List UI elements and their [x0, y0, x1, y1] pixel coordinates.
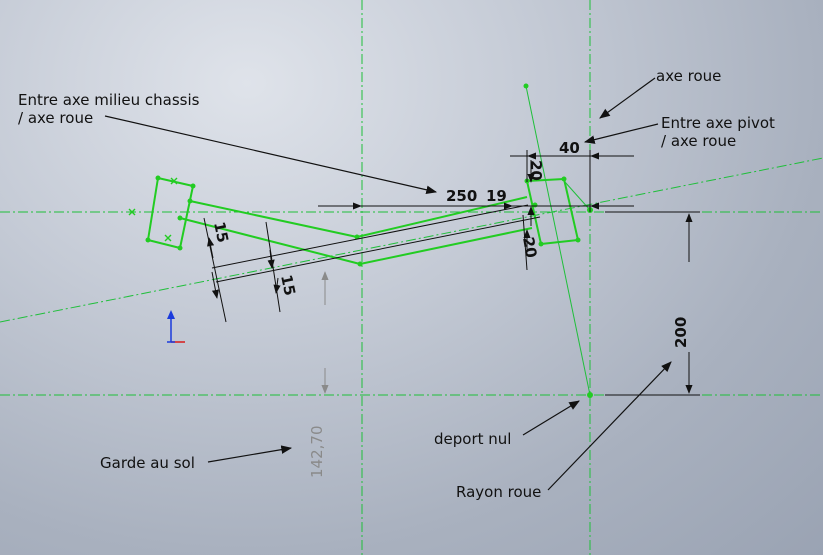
arm-upper-right [356, 196, 528, 238]
arm-lower-right [359, 227, 533, 265]
annotation-entre-axe-milieu-line2: / axe roue [18, 109, 93, 127]
arm-lower-left [179, 217, 361, 265]
dimension-40[interactable]: 40 [559, 139, 580, 157]
dimension-250[interactable]: 250 [446, 187, 477, 205]
annotation-garde-au-sol: Garde au sol [100, 454, 195, 472]
annotation-entre-axe-milieu-line1: Entre axe milieu chassis [18, 91, 200, 109]
annotation-entre-axe-pivot-line1: Entre axe pivot [661, 114, 775, 132]
dimension-20-top[interactable]: 20 [527, 160, 545, 181]
annotation-deport-nul: deport nul [434, 430, 511, 448]
leader-arrows [104, 77, 672, 491]
wheel-radius-line [525, 85, 591, 396]
dimension-lines [203, 150, 700, 396]
origin-triad-icon [167, 310, 185, 343]
dimension-19[interactable]: 19 [486, 187, 507, 205]
arm-upper-left [189, 200, 358, 238]
dimension-20-bottom[interactable]: 20 [519, 236, 540, 260]
pivot-link-line [564, 181, 591, 211]
diagonal-centerline [0, 157, 823, 323]
dimension-15-bottom[interactable]: 15 [277, 273, 299, 297]
annotation-entre-axe-pivot-line2: / axe roue [661, 132, 736, 150]
dimension-200[interactable]: 200 [672, 317, 690, 348]
annotation-axe-roue: axe roue [656, 67, 721, 85]
annotation-rayon-roue: Rayon roue [456, 483, 541, 501]
sketch-geometry [147, 177, 579, 265]
midpoint-marks [128, 177, 178, 242]
driven-dimension-142-70[interactable]: 142,70 [308, 426, 326, 479]
dimension-15-left[interactable]: 15 [210, 220, 232, 244]
pivot-block [147, 177, 194, 249]
wheel-construction-lines [525, 85, 591, 396]
